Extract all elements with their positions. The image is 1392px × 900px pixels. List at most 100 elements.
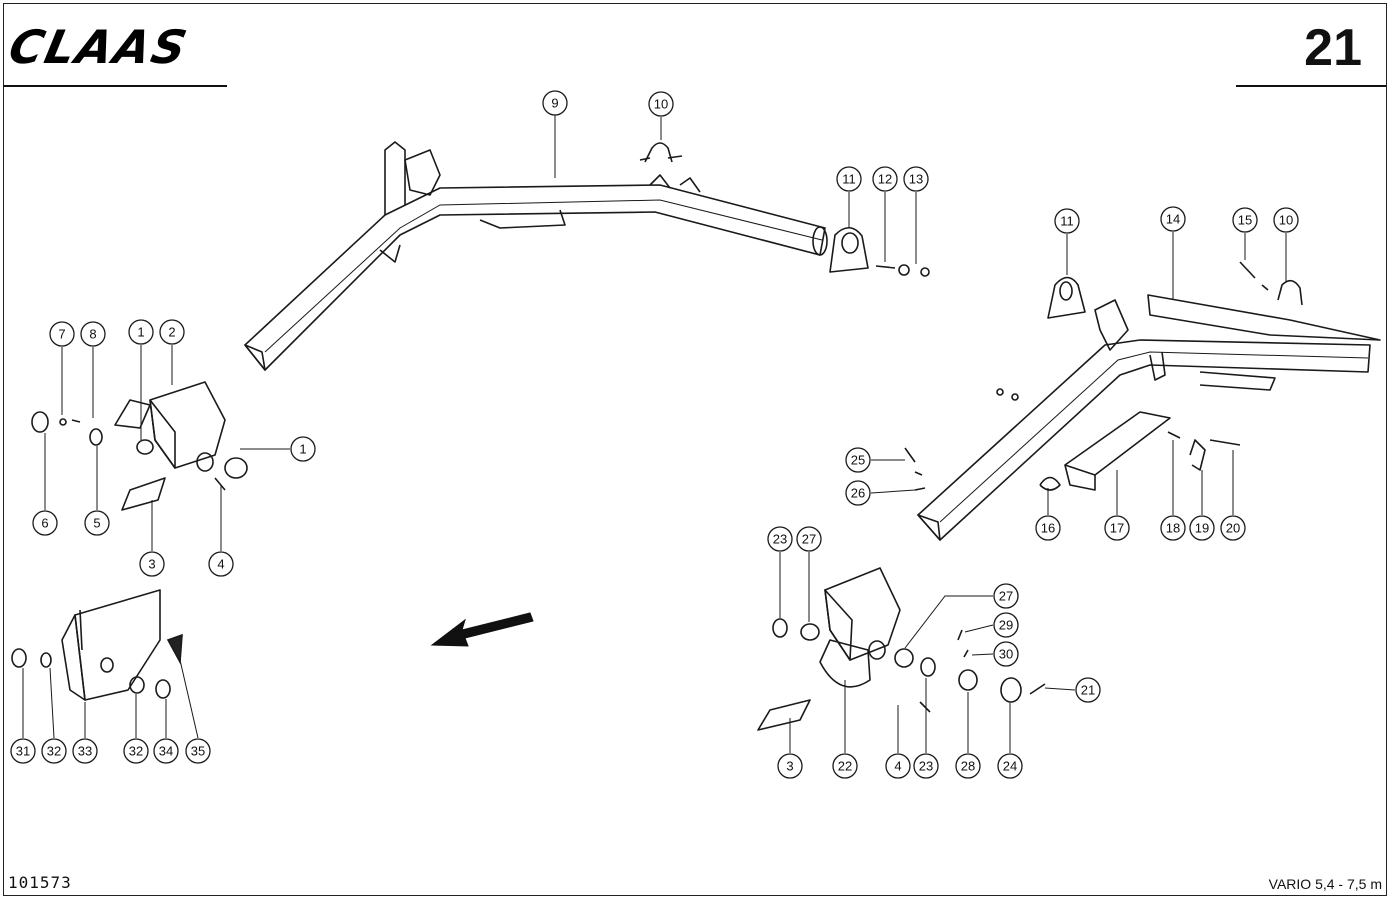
callout-8: 8 (80, 321, 106, 347)
housing-left (114, 381, 226, 472)
callout-27a: 27 (796, 526, 822, 552)
page-number-underline (1236, 85, 1386, 87)
callout-26: 26 (845, 480, 871, 506)
callout-2-circle (159, 319, 185, 345)
direction-arrow (430, 612, 534, 647)
small-parts-lower-right (772, 618, 1046, 713)
callout-26-label: 26 (851, 486, 865, 501)
callout-1b-label: 1 (299, 442, 306, 457)
callout-13-label: 13 (909, 172, 923, 187)
callout-2-label: 2 (168, 325, 175, 340)
callout-21-circle (1075, 677, 1101, 703)
callout-21-label: 21 (1081, 683, 1095, 698)
frame-tube-right (917, 294, 1381, 541)
callout-25-label: 25 (851, 453, 865, 468)
frame-tube-top (244, 141, 828, 371)
callout-4a-circle (208, 551, 234, 577)
callout-26-circle (845, 480, 871, 506)
callout-3a-circle (139, 551, 165, 577)
callout-28-label: 28 (961, 759, 975, 774)
model-range: VARIO 5,4 - 7,5 m (1268, 876, 1382, 892)
callout-32b: 32 (123, 738, 149, 764)
callout-11a: 11 (836, 166, 862, 192)
callout-27a-label: 27 (802, 532, 816, 547)
callout-24-circle (997, 753, 1023, 779)
callout-8-label: 8 (89, 327, 96, 342)
callout-3b-label: 3 (786, 759, 793, 774)
callout-10a-circle (648, 91, 674, 117)
housing-lower-left (11, 589, 183, 701)
small-parts-right (904, 388, 1241, 491)
callout-1b: 1 (290, 436, 316, 462)
callout-11a-circle (836, 166, 862, 192)
callout-6-circle (32, 510, 58, 536)
callout-31-label: 31 (16, 744, 30, 759)
callout-18: 18 (1160, 515, 1186, 541)
bracket-11-right (1047, 276, 1086, 319)
callout-24: 24 (997, 753, 1023, 779)
callout-21: 21 (1075, 677, 1101, 703)
callout-11a-label: 11 (842, 172, 856, 187)
callout-29-label: 29 (999, 618, 1013, 633)
callout-17-label: 17 (1110, 521, 1124, 536)
callout-23b-circle (913, 753, 939, 779)
callout-20-label: 20 (1226, 521, 1240, 536)
callout-19: 19 (1189, 515, 1215, 541)
small-parts-left (31, 411, 248, 511)
callout-22-label: 22 (838, 759, 852, 774)
callout-4a: 4 (208, 551, 234, 577)
callout-31-circle (10, 738, 36, 764)
callout-7: 7 (49, 321, 75, 347)
document-number: 101573 (8, 873, 72, 892)
callout-6-label: 6 (41, 516, 48, 531)
callout-11b: 11 (1054, 208, 1080, 234)
callout-1a: 1 (128, 319, 154, 345)
bracket-11-top (829, 226, 869, 273)
callout-9-circle (542, 90, 568, 116)
drawing-frame (3, 3, 1387, 896)
callout-10a: 10 (648, 91, 674, 117)
housing-lower-right (757, 567, 901, 731)
callout-14-label: 14 (1166, 212, 1180, 227)
callout-33-label: 33 (78, 744, 92, 759)
callout-1a-circle (128, 319, 154, 345)
callout-9: 9 (542, 90, 568, 116)
callout-19-circle (1189, 515, 1215, 541)
callout-29: 29 (993, 612, 1019, 638)
bolt-12-washer-13 (875, 264, 930, 277)
callout-30: 30 (993, 641, 1019, 667)
callout-3b: 3 (777, 753, 803, 779)
callout-12-circle (872, 166, 898, 192)
callout-30-circle (993, 641, 1019, 667)
callout-10b-label: 10 (1279, 213, 1293, 228)
callout-35-label: 35 (191, 744, 205, 759)
callout-18-label: 18 (1166, 521, 1180, 536)
callout-15-circle (1232, 207, 1258, 233)
callout-3b-circle (777, 753, 803, 779)
callout-18-circle (1160, 515, 1186, 541)
callout-27b-circle (993, 583, 1019, 609)
callout-16-label: 16 (1041, 521, 1055, 536)
callout-5-circle (84, 510, 110, 536)
callout-27b-label: 27 (999, 589, 1013, 604)
callout-35-circle (185, 738, 211, 764)
bracket-17 (1064, 411, 1171, 491)
callout-10b: 10 (1273, 207, 1299, 233)
callout-32a: 32 (41, 738, 67, 764)
callout-22-circle (832, 753, 858, 779)
callout-31: 31 (10, 738, 36, 764)
callout-23b: 23 (913, 753, 939, 779)
callout-4b-circle (885, 753, 911, 779)
callout-15-label: 15 (1238, 213, 1252, 228)
callout-34: 34 (153, 738, 179, 764)
callout-34-label: 34 (159, 744, 173, 759)
callout-34-circle (153, 738, 179, 764)
callout-12-label: 12 (878, 172, 892, 187)
callout-7-circle (49, 321, 75, 347)
callout-8-circle (80, 321, 106, 347)
callout-27a-circle (796, 526, 822, 552)
callout-25-circle (845, 447, 871, 473)
callout-13-circle (903, 166, 929, 192)
callout-13: 13 (903, 166, 929, 192)
